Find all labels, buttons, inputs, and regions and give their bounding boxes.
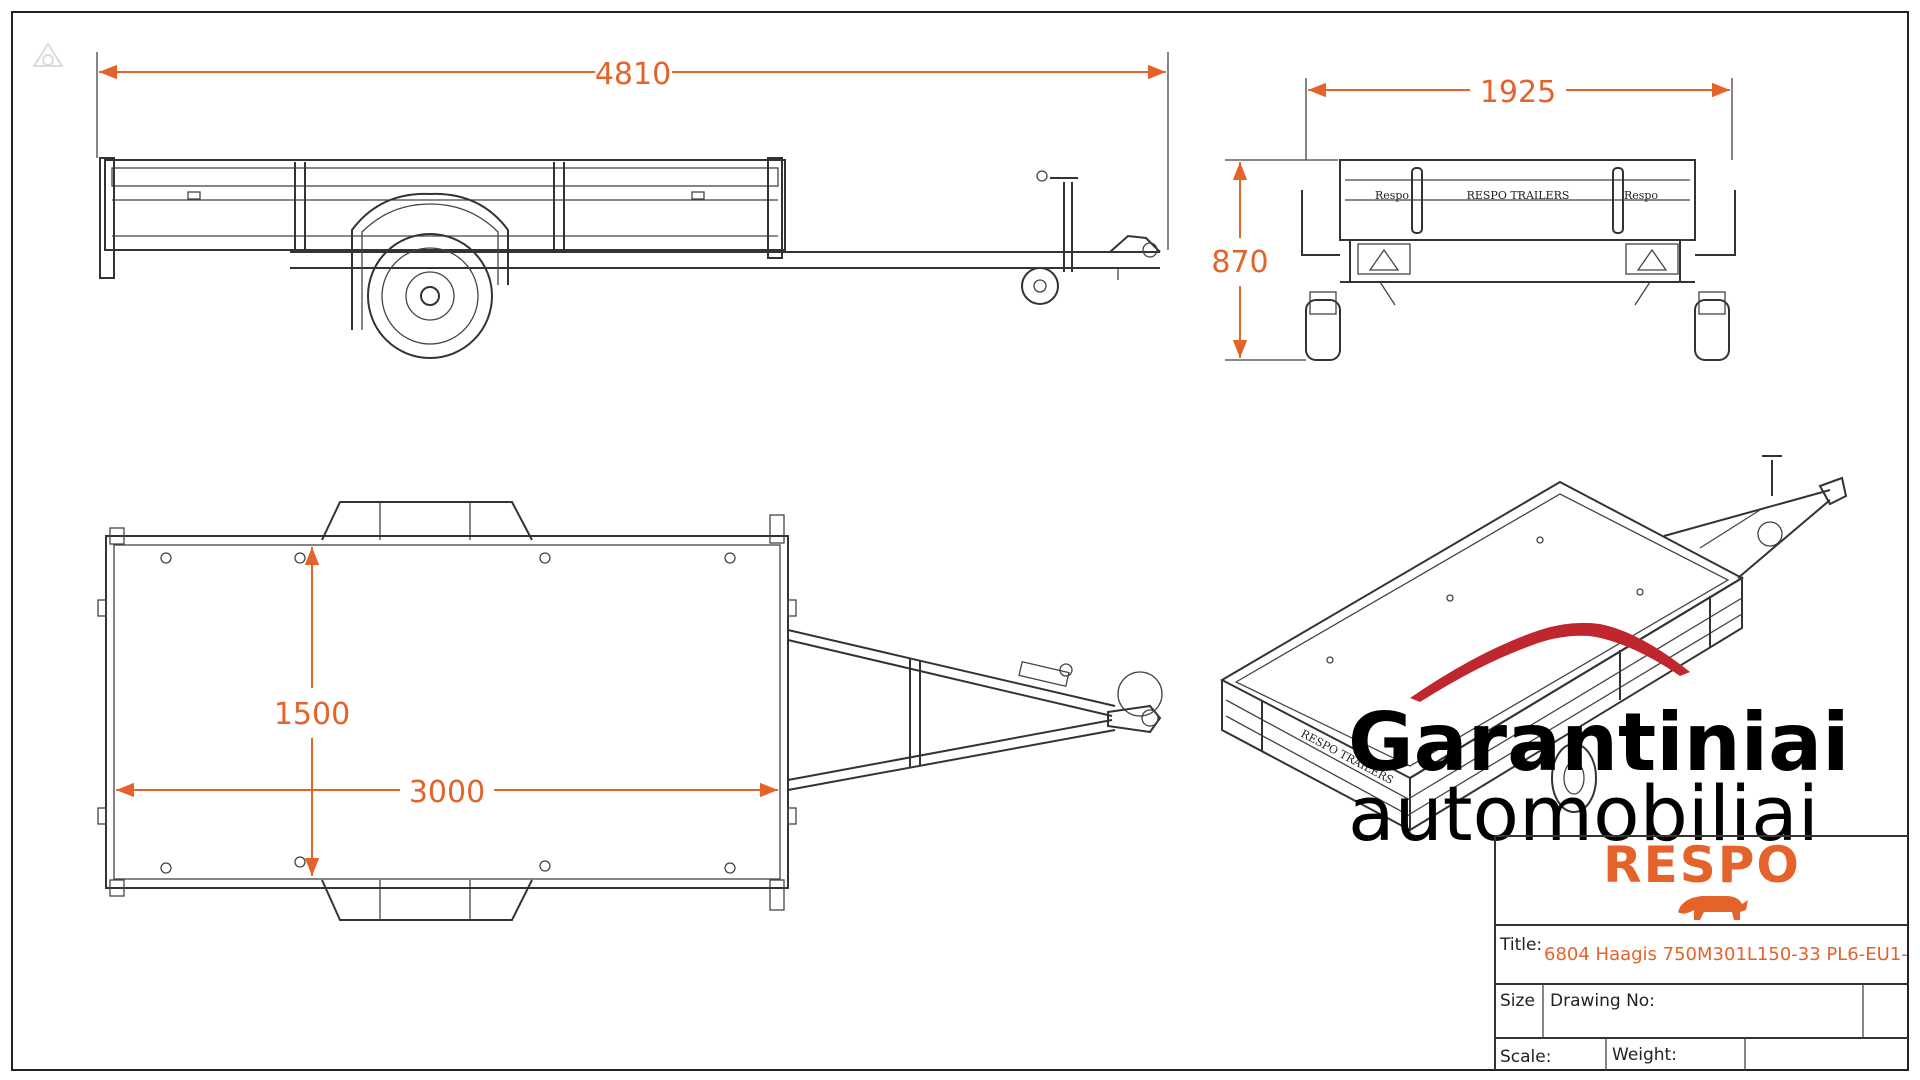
dimension-height: 870 xyxy=(1211,159,1338,361)
title-value: 6804 Haagis 750M301L150-33 PL6-EU1- xyxy=(1544,944,1908,965)
car-logo-icon xyxy=(32,42,64,67)
jockey-wheel xyxy=(1021,170,1078,305)
dimension-height-label: 870 xyxy=(1211,245,1268,280)
watermark-line-1: Garantiniai xyxy=(1348,696,1849,789)
front-view: Respo RESPO TRAILERS Respo xyxy=(1301,159,1736,361)
dimension-length-label: 4810 xyxy=(595,57,671,92)
drawing-no-label: Drawing No: xyxy=(1550,991,1655,1011)
dimension-length: 4810 xyxy=(96,52,1169,250)
title-block: RESPO Title: 6804 Haagis 750M301L150-33 … xyxy=(1494,835,1908,1070)
sheet-border xyxy=(11,11,1909,1071)
front-plate-right: Respo xyxy=(1624,189,1658,202)
dimension-deck-length-label: 3000 xyxy=(409,775,485,810)
dimension-deck-width-label: 1500 xyxy=(274,697,350,732)
dimension-width-label: 1925 xyxy=(1480,75,1556,110)
dimension-width: 1925 xyxy=(1305,75,1733,160)
size-label: Size xyxy=(1500,991,1535,1011)
watermark: Garantiniai automobiliai xyxy=(1348,622,1849,858)
top-view xyxy=(97,501,1163,921)
dimension-deck-length: 3000 xyxy=(116,775,778,810)
dimension-deck-width: 1500 xyxy=(274,547,350,876)
side-view xyxy=(99,157,1161,359)
scale-label: Scale: xyxy=(1500,1047,1551,1067)
watermark-swoosh xyxy=(1410,622,1690,702)
bull-icon xyxy=(1678,896,1748,920)
front-plate-left: Respo xyxy=(1375,189,1409,202)
brand-logo: RESPO xyxy=(1603,836,1801,894)
front-plate-center: RESPO TRAILERS xyxy=(1467,189,1570,202)
weight-label: Weight: xyxy=(1612,1045,1677,1065)
side-wheel xyxy=(367,233,493,359)
watermark-line-2: automobiliai xyxy=(1348,769,1819,858)
title-label: Title: xyxy=(1499,935,1542,955)
